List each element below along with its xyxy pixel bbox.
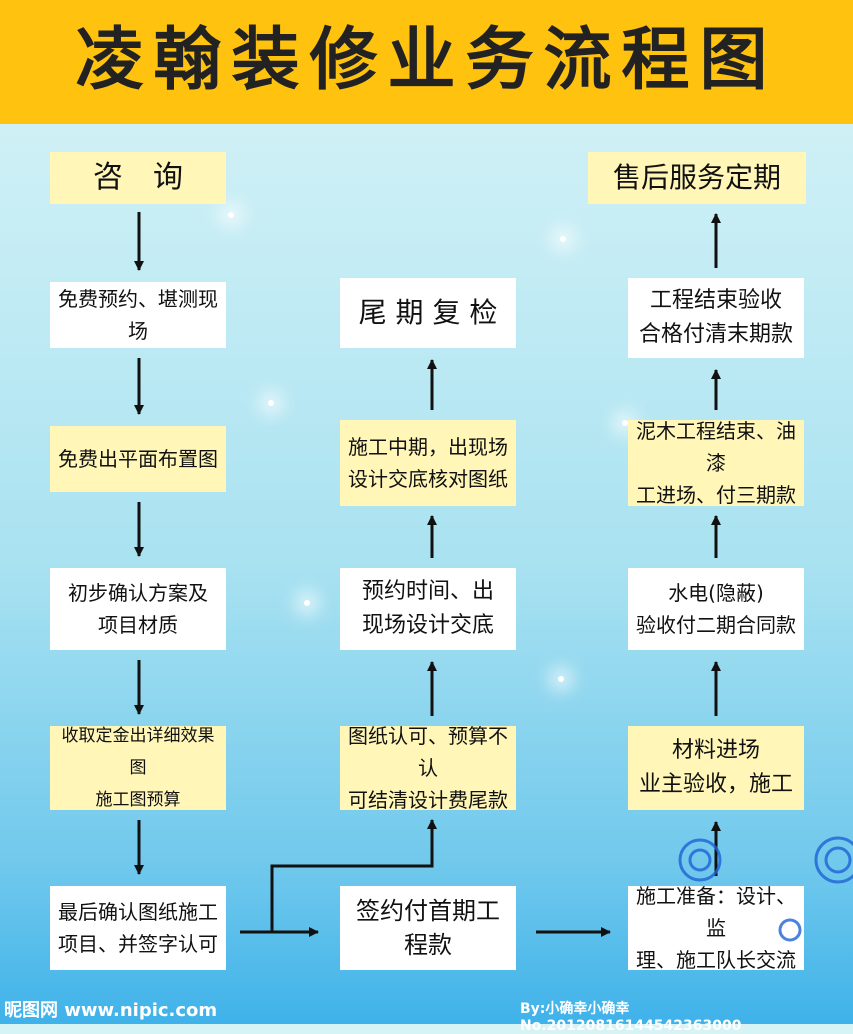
step-plumbing-electric: 水电(隐蔽) 验收付二期合同款: [628, 568, 804, 650]
step-construction-prep: 施工准备：设计、监 理、施工队长交流: [628, 884, 804, 972]
step-drawings-approval: 图纸认可、预算不认 可结清设计费尾款: [340, 724, 516, 812]
arrow-elbow-up: [270, 819, 437, 932]
watermark-right: By:小确幸小确幸 No.20120816144542363000: [520, 1001, 742, 1034]
title-banner: [0, 0, 853, 124]
sparkle-decoration: [268, 400, 274, 406]
step-appointment: 预约时间、出 现场设计交底: [340, 568, 516, 650]
sparkle-decoration: [622, 420, 628, 426]
step-materials: 材料进场 业主验收，施工: [628, 726, 804, 810]
sparkle-decoration: [560, 236, 566, 242]
step-final-inspection: 尾 期 复 检: [340, 278, 516, 348]
decorative-circle: [824, 846, 852, 874]
step-free-survey: 免费预约、堪测现场: [50, 282, 226, 348]
step-consult: 咨 询: [50, 152, 226, 204]
sparkle-decoration: [558, 676, 564, 682]
diagram-title: 凌翰装修业务流程图: [75, 21, 778, 100]
sparkle-decoration: [304, 600, 310, 606]
watermark-left: 昵图网 www.nipic.com: [4, 1000, 218, 1021]
decorative-circle: [814, 836, 853, 884]
step-final-confirm: 最后确认图纸施工 项目、并签字认可: [50, 886, 226, 970]
decorative-circle: [688, 848, 712, 872]
sparkle-decoration: [228, 212, 234, 218]
decorative-circle: [778, 918, 802, 942]
step-completion: 工程结束验收 合格付清末期款: [628, 278, 804, 358]
step-sign-contract: 签约付首期工 程款: [340, 886, 516, 970]
step-confirm-plan: 初步确认方案及 项目材质: [50, 568, 226, 650]
step-mid-check: 施工中期，出现场 设计交底核对图纸: [340, 420, 516, 506]
step-deposit: 收取定金出详细效果图 施工图预算: [50, 726, 226, 810]
step-after-sales: 售后服务定期: [588, 152, 806, 204]
step-carpentry-paint: 泥木工程结束、油漆 工进场、付三期款: [628, 419, 804, 507]
step-floor-plan: 免费出平面布置图: [50, 426, 226, 492]
decorative-circle: [678, 838, 722, 882]
